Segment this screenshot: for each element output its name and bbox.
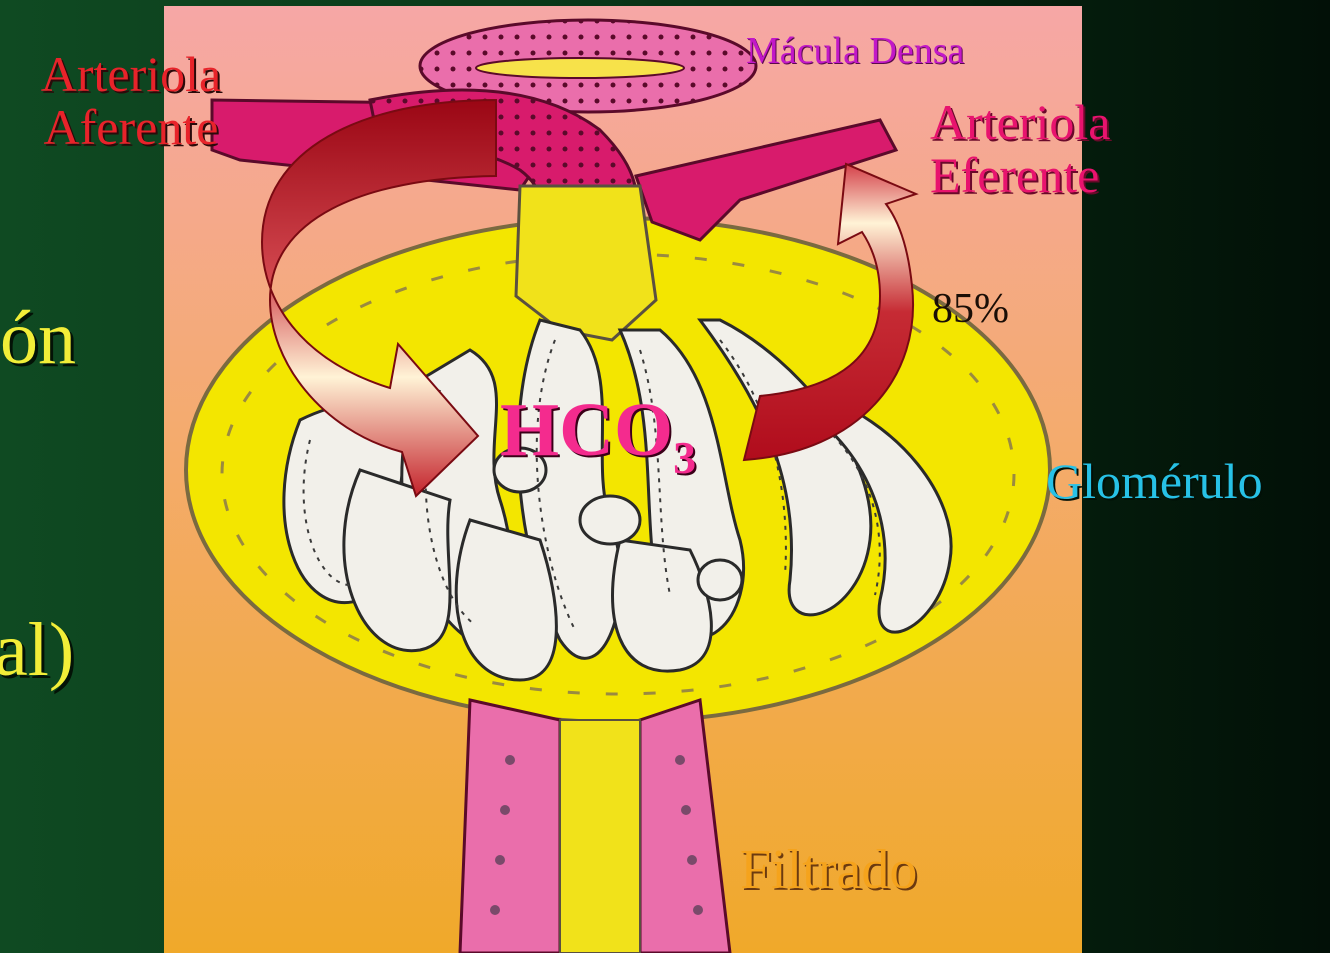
efferent-label-line1: Arteriola [930, 96, 1110, 149]
macula-densa-lumen [476, 58, 684, 78]
macula-densa-label: Mácula Densa [746, 32, 964, 70]
filtrate-label: Filtrado [740, 842, 917, 898]
afferent-arteriole-label: Arteriola Aferente [0, 48, 262, 153]
efferent-arteriole-label: Arteriola Eferente [930, 96, 1110, 201]
slide-text-fragment-2: al) [0, 612, 74, 688]
proximal-tubule [460, 700, 560, 953]
glomerulus-label: Glomérulo [1046, 456, 1263, 506]
afferent-label-line2: Aferente [0, 101, 262, 154]
bicarbonate-main: HCO [500, 388, 673, 472]
bicarbonate-subscript: 3 [673, 432, 696, 483]
bicarbonate-label: HCO3 [500, 392, 696, 481]
afferent-label-line1: Arteriola [0, 48, 262, 101]
slide-text-fragment-1: ón [0, 300, 76, 376]
proximal-tubule-lumen [560, 720, 640, 953]
percentage-label: 85% [932, 288, 1009, 330]
efferent-label-line2: Eferente [930, 149, 1110, 202]
